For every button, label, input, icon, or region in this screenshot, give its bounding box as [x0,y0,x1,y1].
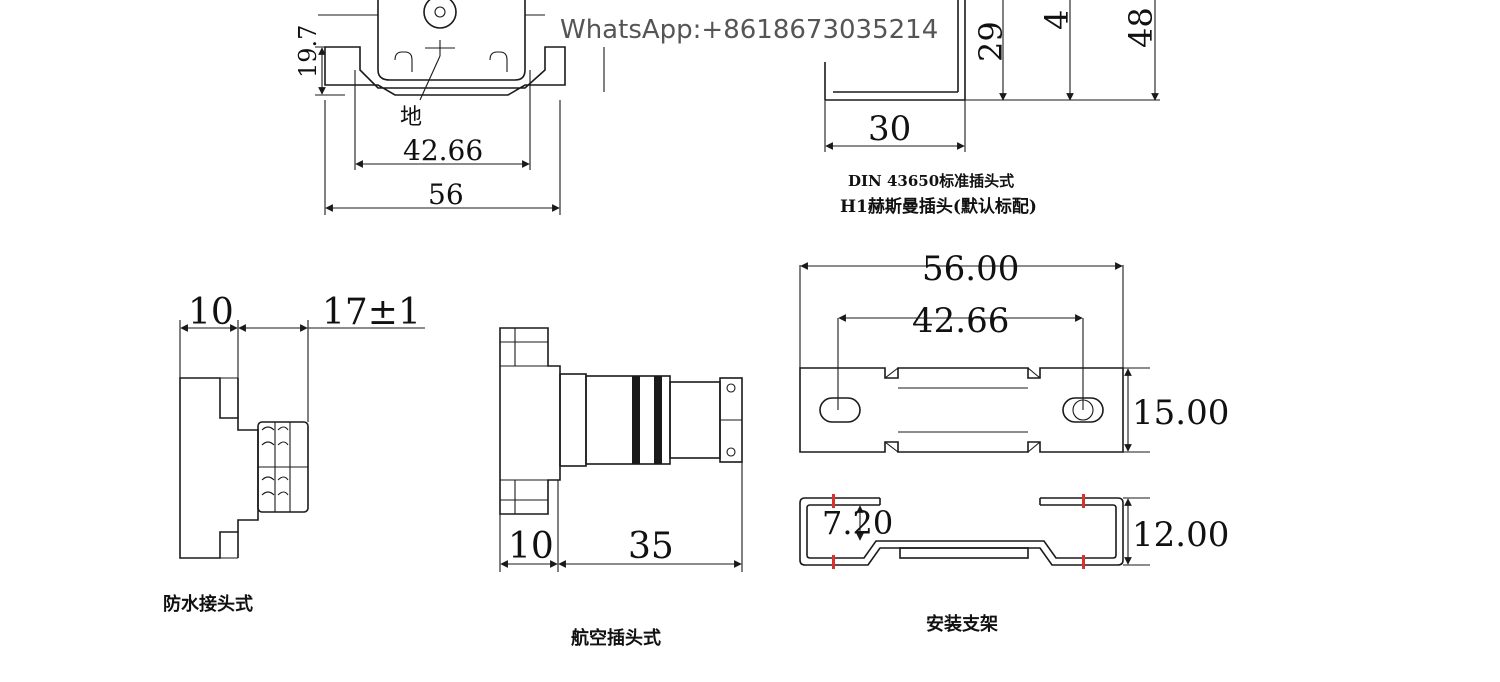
av-dim-35: 35 [628,526,674,567]
dim-30: 30 [868,109,911,149]
br-dim-12: 12.00 [1132,515,1229,555]
waterproof-caption: 防水接头式 [163,593,253,615]
din-front-view: 19.7 地 42.66 56 [294,0,605,215]
dim-19-7: 19.7 [294,25,322,78]
dim-4: 4 [1038,10,1076,30]
av-dim-10: 10 [508,526,554,567]
watermark: WhatsApp:+8618673035214 [560,15,938,45]
dim-56-top: 56 [428,178,464,211]
aviation-connector: 10 35 航空插头式 [499,327,743,649]
br-dim-56: 56.00 [922,249,1019,289]
mounting-bracket: 56.00 42.66 15.00 7.20 12.00 安装支架 [799,249,1229,635]
din-caption-2: H1赫斯曼插头(默认标配) [840,196,1037,217]
ground-label: 地 [400,105,422,130]
aviation-caption: 航空插头式 [571,627,661,649]
dim-48: 48 [1122,7,1160,48]
dim-42-66-top: 42.66 [403,134,483,167]
br-dim-15: 15.00 [1132,393,1229,433]
dim-29: 29 [972,21,1010,62]
wp-dim-17: 17±1 [322,292,421,333]
red-bend-marks [832,494,1085,569]
waterproof-connector: 10 17±1 防水接头式 [163,292,425,615]
br-dim-7-20: 7.20 [822,504,893,542]
bracket-caption: 安装支架 [926,613,998,635]
din-caption-1: DIN 43650标准插头式 [848,172,1014,190]
wp-dim-10: 10 [188,292,234,333]
din-side-view: 29 4 48 30 DIN 43650标准插头式 H1赫斯曼插头(默认标配) [824,0,1160,217]
br-dim-42-66: 42.66 [912,301,1009,341]
